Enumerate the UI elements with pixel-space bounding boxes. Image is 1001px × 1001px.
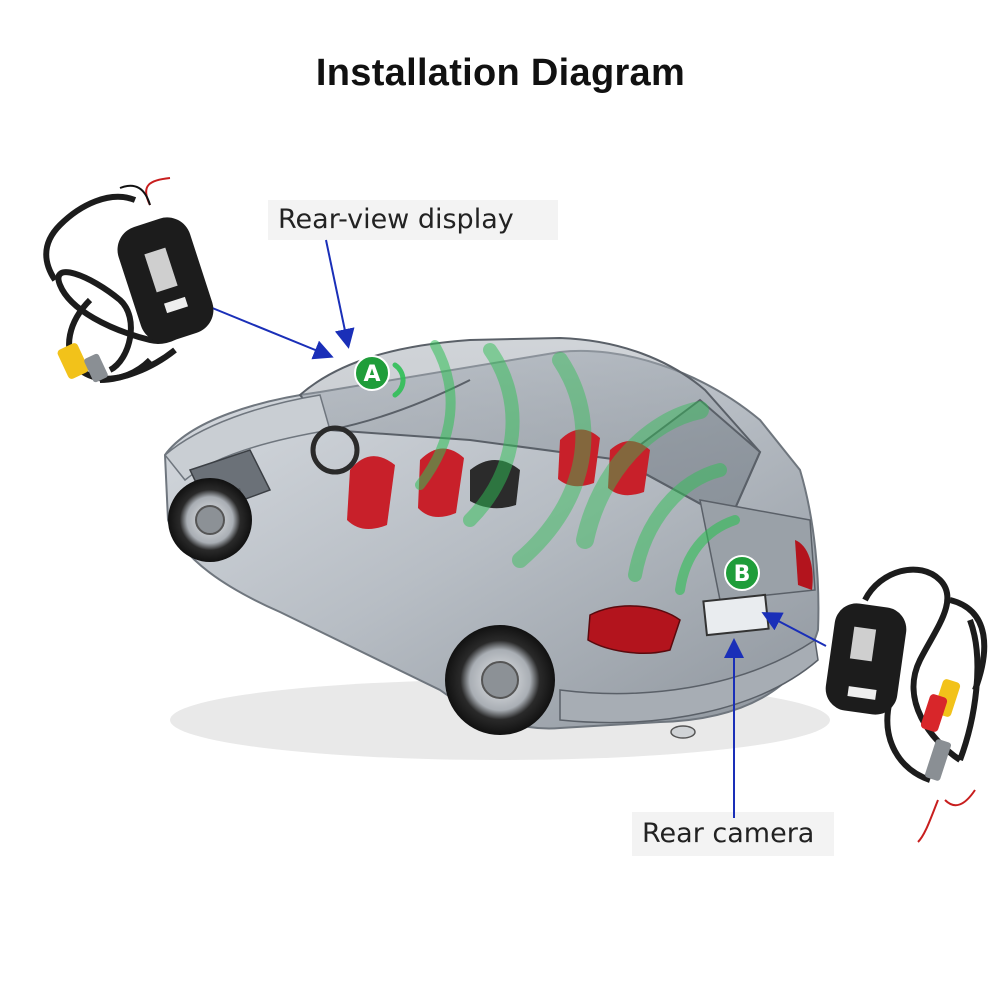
wireless-signal-waves	[392, 340, 740, 595]
diagram-title: Installation Diagram	[315, 52, 686, 94]
rear-camera-label: Rear camera	[632, 812, 834, 856]
camera-arrow-from-module	[761, 612, 827, 647]
front-wheel	[168, 478, 252, 562]
rear-view-display-label: Rear-view display	[268, 200, 558, 240]
rear-wheel	[445, 625, 555, 735]
marker-a: A	[354, 355, 390, 391]
car-body	[163, 336, 830, 760]
receiver-module	[825, 566, 988, 843]
transmitter-module	[43, 177, 214, 383]
marker-b-letter: B	[734, 562, 751, 587]
display-arrow-from-module	[204, 304, 334, 360]
display-arrow-from-label	[325, 239, 355, 349]
connector-arrows	[204, 239, 827, 818]
marker-a-letter: A	[363, 362, 380, 387]
marker-b: B	[724, 555, 760, 591]
